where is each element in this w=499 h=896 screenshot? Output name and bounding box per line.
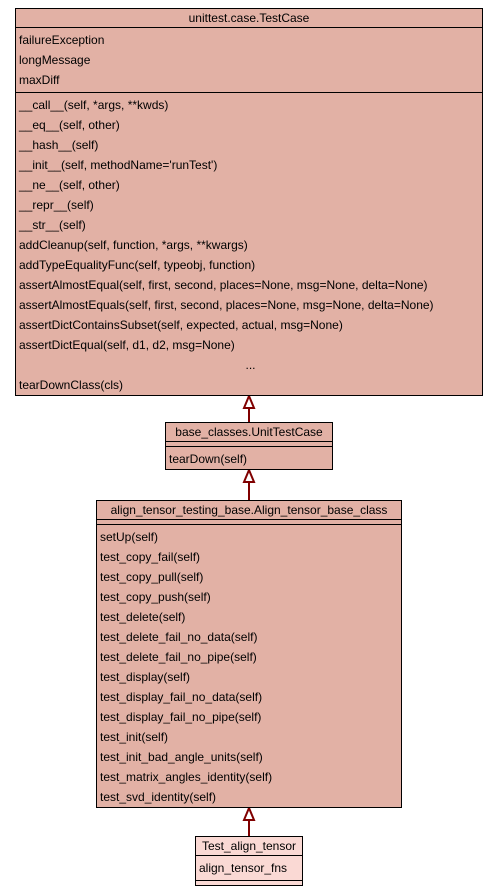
method: test_svd_identity(self) — [100, 790, 217, 804]
class-title: align_tensor_testing_base.Align_tensor_b… — [97, 501, 401, 520]
method: test_display_fail_no_data(self) — [100, 690, 263, 704]
method: tearDown(self) — [169, 452, 248, 466]
attributes-section — [97, 520, 401, 525]
ellipsis: ... — [245, 358, 256, 372]
arrow-head-unittestcase — [242, 467, 256, 483]
methods-section: __call__(self, *args, **kwds) __eq__(sel… — [16, 93, 482, 397]
method: assertDictContainsSubset(self, expected,… — [19, 318, 343, 332]
method: __init__(self, methodName='runTest') — [19, 158, 218, 172]
method: assertAlmostEquals(self, first, second, … — [19, 298, 434, 312]
method: assertDictEqual(self, d1, d2, msg=None) — [19, 338, 235, 352]
attribute: longMessage — [19, 53, 91, 67]
arrow-head-testcase — [242, 393, 256, 409]
method: test_matrix_angles_identity(self) — [100, 770, 273, 784]
method: __str__(self) — [19, 218, 86, 232]
class-title: base_classes.UnitTestCase — [166, 423, 332, 442]
class-test-align-tensor[interactable]: Test_align_tensor align_tensor_fns — [195, 836, 303, 886]
method: test_init_bad_angle_units(self) — [100, 750, 263, 764]
attribute: failureException — [19, 33, 105, 47]
method: test_copy_push(self) — [100, 590, 211, 604]
method: __hash__(self) — [19, 138, 99, 152]
attributes-section: align_tensor_fns — [196, 856, 302, 881]
method: test_delete(self) — [100, 610, 186, 624]
method: __repr__(self) — [19, 198, 94, 212]
methods-section: setUp(self) test_copy_fail(self) test_co… — [97, 525, 401, 809]
attributes-section — [166, 442, 332, 447]
attribute: maxDiff — [19, 73, 60, 87]
method: test_display_fail_no_pipe(self) — [100, 710, 262, 724]
method: addTypeEqualityFunc(self, typeobj, funct… — [19, 258, 256, 272]
method: test_copy_fail(self) — [100, 550, 201, 564]
class-align-tensor-base[interactable]: align_tensor_testing_base.Align_tensor_b… — [96, 500, 402, 808]
methods-section — [196, 881, 302, 885]
class-title: Test_align_tensor — [196, 837, 302, 856]
attribute: align_tensor_fns — [199, 861, 288, 875]
method: test_delete_fail_no_data(self) — [100, 630, 258, 644]
method: __call__(self, *args, **kwds) — [19, 98, 169, 112]
method: setUp(self) — [100, 530, 159, 544]
method: addCleanup(self, function, *args, **kwar… — [19, 238, 248, 252]
arrow-head-basecls — [242, 805, 256, 821]
method: __ne__(self, other) — [19, 178, 120, 192]
method: test_init(self) — [100, 730, 169, 744]
methods-section: tearDown(self) — [166, 447, 332, 471]
attributes-section: failureException longMessage maxDiff — [16, 28, 482, 93]
method: test_copy_pull(self) — [100, 570, 204, 584]
class-title: unittest.case.TestCase — [16, 9, 482, 28]
method: __eq__(self, other) — [19, 118, 120, 132]
method: tearDownClass(cls) — [19, 378, 124, 392]
method: test_display(self) — [100, 670, 191, 684]
class-testcase[interactable]: unittest.case.TestCase failureException … — [15, 8, 483, 396]
class-unittestcase[interactable]: base_classes.UnitTestCase tearDown(self) — [165, 422, 333, 470]
method: test_delete_fail_no_pipe(self) — [100, 650, 257, 664]
method: assertAlmostEqual(self, first, second, p… — [19, 278, 428, 292]
